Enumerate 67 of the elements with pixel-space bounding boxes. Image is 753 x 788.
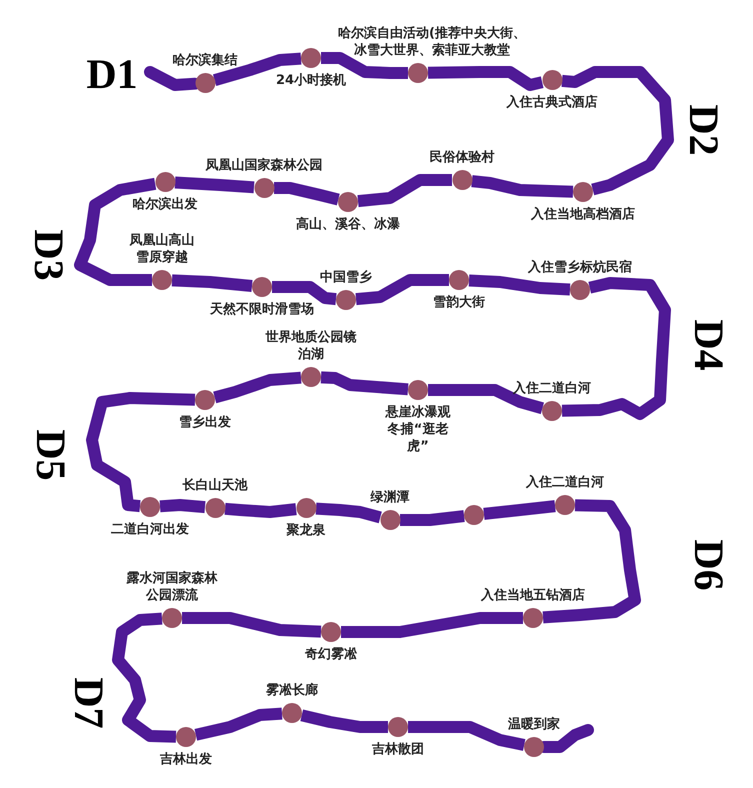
route-line: [86, 392, 196, 512]
route-line: [320, 371, 408, 396]
stop-label: 民俗体验村: [430, 149, 494, 166]
stop-label: 露水河国家森林公园漂流: [126, 570, 218, 604]
stop-label: 吉林出发: [160, 751, 212, 768]
route-line: [542, 499, 641, 624]
route-line: [182, 612, 322, 638]
route-line: [213, 372, 302, 404]
route-line: [428, 66, 544, 91]
route-line: [408, 721, 526, 751]
route-line: [194, 708, 282, 741]
stop-label: 入住二道白河: [513, 380, 591, 397]
stop-label: 天然不限时滑雪场: [210, 301, 314, 318]
stop-label: 聚龙泉: [286, 522, 326, 539]
stop-label: 中国雪乡: [320, 269, 372, 286]
day-label: D1: [86, 54, 138, 96]
stop-label: 入住雪乡标炕民宿: [528, 259, 632, 276]
route-line: [562, 277, 671, 420]
stop-label: 24小时接机: [276, 72, 346, 89]
stop-label: 高山、溪谷、冰瀑: [296, 216, 400, 233]
stop-label: 雪乡出发: [179, 414, 231, 431]
stop-label: 雪韵大街: [433, 294, 485, 311]
stop-label: 凤凰山高山雪原穿越: [129, 232, 195, 266]
route-line: [300, 709, 388, 733]
day-label: D7: [67, 677, 109, 729]
route-line: [274, 182, 340, 206]
route-line: [483, 500, 556, 520]
route-line: [355, 274, 449, 306]
route-line: [112, 612, 176, 743]
route-line: [321, 52, 408, 79]
route-line: [428, 384, 544, 414]
stop-label: 凤凰山国家森林公园: [206, 157, 322, 174]
stop-label: 雾凇长廊: [266, 682, 318, 699]
route-line: [160, 499, 206, 514]
stop-label: 入住当地高档酒店: [531, 206, 635, 223]
route-line: [224, 502, 297, 518]
route-line: [174, 176, 254, 194]
day-label: D2: [682, 104, 724, 156]
stop-label: 温暖到家: [508, 716, 560, 733]
route-line: [316, 502, 382, 524]
stop-label: 入住古典式酒店: [506, 94, 598, 111]
day-label: D5: [29, 429, 71, 481]
route-line: [272, 281, 337, 306]
route-line: [74, 178, 156, 286]
route-line: [471, 175, 574, 198]
route-line: [400, 510, 465, 526]
stop-label: 哈尔滨自由活动(推荐中央大街、冰雪大世界、索菲亚大教堂: [337, 25, 527, 59]
stop-label: 绿渊潭: [370, 489, 410, 506]
stop-label: 悬崖冰瀑观冬捕“逛老虎”: [384, 404, 452, 455]
stop-label: 入住二道白河: [526, 474, 604, 491]
stop-label: 吉林散团: [372, 741, 424, 758]
route-line: [562, 66, 674, 196]
day-label: D6: [687, 539, 729, 591]
stop-label: 世界地质公园镜泊湖: [264, 329, 358, 363]
stop-label: 哈尔滨出发: [132, 196, 198, 213]
route-line: [212, 52, 302, 86]
stop-label: 奇幻雾凇: [305, 646, 357, 663]
stop-label: 哈尔滨集结: [172, 52, 238, 69]
route-line: [341, 612, 523, 638]
day-label: D3: [27, 229, 69, 281]
route-line: [172, 274, 253, 292]
route-line: [468, 274, 570, 296]
stop-label: 入住当地五钻酒店: [481, 587, 585, 604]
stop-label: 二道白河出发: [111, 521, 189, 538]
stop-label: 长白山天池: [182, 477, 248, 494]
route-line: [357, 174, 452, 208]
day-label: D4: [687, 319, 729, 371]
